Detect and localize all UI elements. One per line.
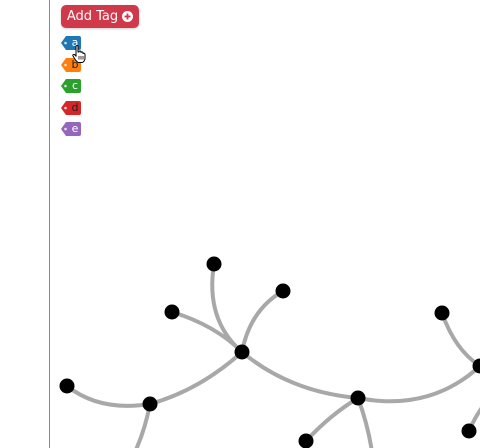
graph-node[interactable] (461, 423, 477, 439)
tag-label: d (71, 100, 79, 114)
tag-shape-icon (61, 100, 81, 115)
graph-edge (304, 396, 360, 443)
graph-node[interactable] (434, 305, 450, 321)
graph-edge (170, 310, 244, 354)
graph-edges (65, 262, 480, 448)
graph-node[interactable] (206, 256, 222, 272)
add-tag-button[interactable]: Add Tag (61, 5, 139, 28)
graph-node[interactable] (164, 304, 180, 320)
graph-nodes (59, 256, 480, 448)
tag-shape-icon (61, 79, 81, 93)
graph-edge (440, 311, 480, 368)
tag-shape-icon (61, 122, 81, 136)
graph-node[interactable] (472, 358, 480, 374)
plus-circle-icon (122, 11, 134, 22)
tag-d[interactable]: d (61, 100, 81, 116)
add-tag-label: Add Tag (66, 9, 119, 24)
graph-edge (356, 396, 374, 448)
graph-edge (65, 384, 152, 408)
graph-node[interactable] (350, 390, 366, 406)
graph-edge (148, 350, 244, 406)
graph-node[interactable] (59, 378, 75, 394)
tag-list: a b c d (61, 35, 81, 143)
graph-node[interactable] (298, 433, 314, 448)
graph-edge (240, 289, 285, 354)
graph-node[interactable] (275, 283, 291, 299)
tag-label: c (71, 79, 79, 92)
panel-divider (49, 0, 50, 448)
graph-node[interactable] (142, 396, 158, 412)
tag-c[interactable]: c (61, 78, 81, 94)
graph-node[interactable] (234, 344, 250, 360)
graph-edge (240, 350, 360, 400)
tag-e[interactable]: e (61, 121, 81, 137)
tag-label: e (71, 122, 79, 135)
graph-edge (356, 364, 480, 404)
tag-label: a (71, 36, 79, 49)
tag-label: b (71, 57, 79, 71)
